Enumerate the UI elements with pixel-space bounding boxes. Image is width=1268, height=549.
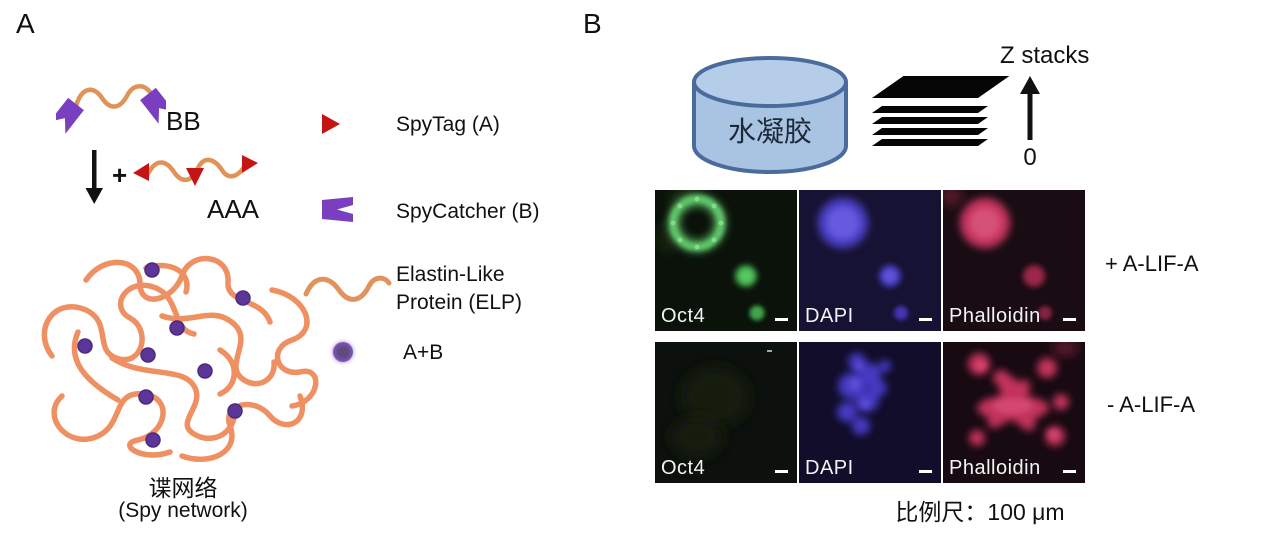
channel-label: Phalloidin <box>949 305 1041 327</box>
scale-bar <box>775 470 788 473</box>
crosslink-dots <box>77 262 251 448</box>
scale-bar <box>1063 470 1076 473</box>
hydrogel-label: 水凝胶 <box>727 115 812 148</box>
micrograph-dapi-plus: DAPI <box>799 190 941 331</box>
bb-label: BB <box>166 106 201 136</box>
aaa-molecule-icon <box>133 155 258 186</box>
channel-label: Phalloidin <box>949 457 1041 479</box>
row2-condition-label: - A-LIF-A <box>1107 392 1196 417</box>
spycatcher-flag-icon <box>322 197 353 222</box>
spytag-triangle-icon <box>322 114 340 134</box>
row1-condition-label: + A-LIF-A <box>1105 251 1199 276</box>
micrograph-phalloidin-minus: Phalloidin <box>943 342 1085 483</box>
plus-sign: + <box>112 160 128 190</box>
channel-label: Oct4 <box>661 305 706 327</box>
network-label-zh: 谍网络 <box>148 475 218 501</box>
legend-spytag-label: SpyTag (A) <box>396 113 500 136</box>
legend-elp-label: Elastin-Like Protein (ELP) <box>396 261 522 317</box>
spy-network-drawing <box>41 256 319 462</box>
network-label-en: (Spy network) <box>118 499 248 522</box>
scale-bar <box>1063 318 1076 321</box>
legend-spycatcher-label: SpyCatcher (B) <box>396 200 540 223</box>
zstack-origin-label: 0 <box>1023 144 1037 171</box>
micrograph-phalloidin-plus: Phalloidin <box>943 190 1085 331</box>
legend-ab-label: A+B <box>403 341 444 364</box>
channel-label: Oct4 <box>661 457 706 479</box>
bb-molecule-icon <box>56 84 166 134</box>
ab-dot-icon <box>333 342 353 362</box>
aaa-label: AAA <box>207 194 260 224</box>
channel-label: DAPI <box>805 457 854 479</box>
scale-bar <box>775 318 788 321</box>
microscopy-grid: Oct4 DAPI Phallo <box>655 190 1085 483</box>
legend-elp-line1: Elastin-Like <box>396 263 505 286</box>
panel-a-letter: A <box>16 8 35 39</box>
micrograph-oct4-plus: Oct4 <box>655 190 797 331</box>
elp-squiggle-icon <box>303 275 392 302</box>
scale-bar <box>919 470 932 473</box>
micrograph-dapi-minus: DAPI <box>799 342 941 483</box>
legend-elp-line2: Protein (ELP) <box>396 291 523 314</box>
zstack-slices-icon <box>856 76 1026 162</box>
up-arrow-icon <box>1020 76 1040 140</box>
zstack-label: Z stacks <box>1000 42 1090 69</box>
scale-caption: 比例尺：100 μm <box>895 499 1065 525</box>
down-arrow-icon <box>85 150 103 204</box>
hydrogel-cylinder-icon <box>692 56 848 174</box>
scale-bar <box>919 318 932 321</box>
channel-label: DAPI <box>805 305 854 327</box>
micrograph-oct4-minus: Oct4 <box>655 342 797 483</box>
panel-b-letter: B <box>583 8 602 39</box>
